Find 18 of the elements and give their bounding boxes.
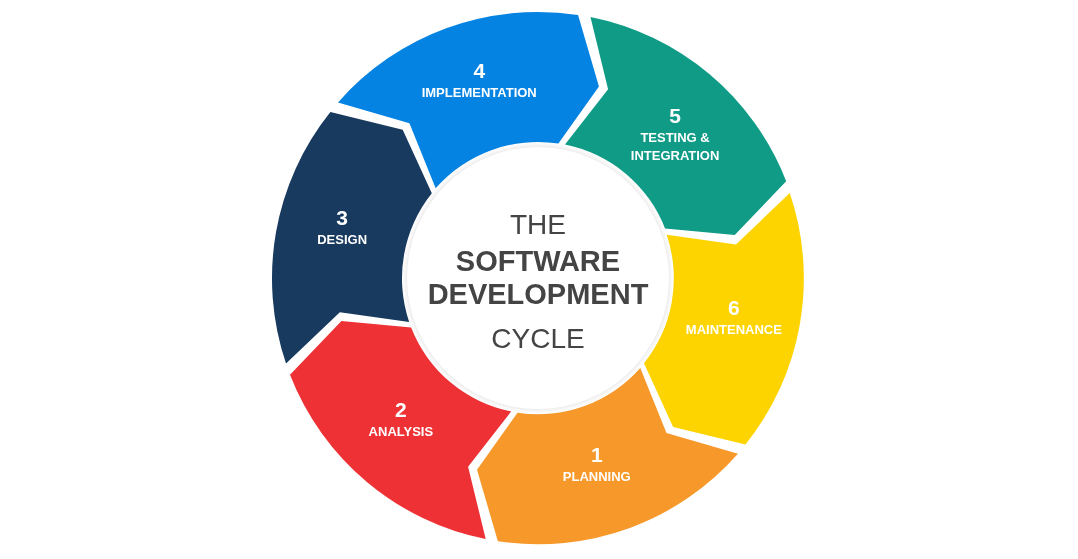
step-label: ANALYSIS	[368, 423, 434, 441]
cycle-arrow-segment	[476, 367, 738, 544]
step-number: 4	[473, 59, 486, 81]
title-text: THE	[510, 209, 566, 242]
step-number: 5	[669, 105, 681, 126]
title-text: CYCLE	[491, 323, 585, 356]
step-number: 3	[336, 206, 348, 228]
step-label: MAINTENANCE	[685, 321, 782, 339]
step-number: 2	[395, 399, 407, 420]
step-label: TESTING & INTEGRATION	[629, 129, 721, 165]
step-number: 6	[728, 297, 740, 319]
step-label: DESIGN	[317, 230, 368, 249]
cycle-arrow-segment	[564, 17, 786, 236]
step-number: 1	[590, 444, 603, 466]
step-label: IMPLEMENTATION	[421, 83, 537, 102]
cycle-arrow-segment	[338, 12, 600, 189]
step-label: PLANNING	[562, 468, 631, 486]
title-text: SOFTWARE DEVELOPMENT	[426, 245, 650, 312]
